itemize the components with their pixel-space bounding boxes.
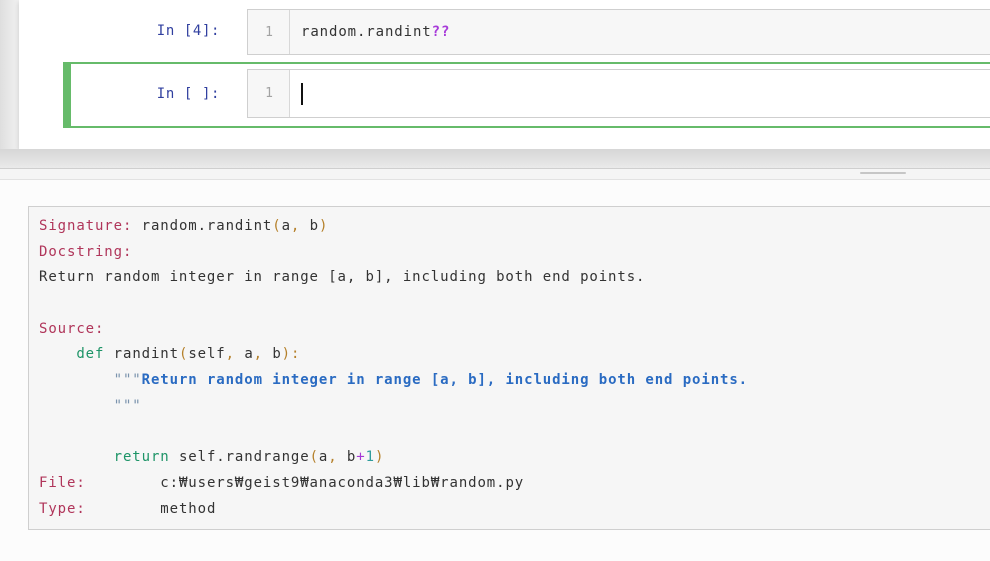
pager-line: Docstring: [39, 243, 133, 260]
pager-line: File: c:₩users₩geist9₩anaconda3₩lib₩rand… [39, 474, 525, 491]
code-text: random.randint?? [301, 24, 451, 40]
pager-line: Return random integer in range [a, b], i… [39, 269, 646, 286]
pager-line: """ [113, 397, 142, 414]
page-left-gutter [0, 0, 19, 149]
code-cell-input[interactable]: 1 random.randint?? [247, 9, 990, 55]
code-line[interactable]: random.randint?? [290, 10, 990, 54]
notebook-pager-divider [0, 149, 990, 168]
pager-line: def randint(self, a, b): [76, 346, 301, 363]
pager-line [39, 420, 984, 446]
pager-line: return self.randrange(a, b+1) [113, 449, 385, 466]
pager-resize-handle[interactable] [860, 172, 906, 174]
pager-line: Signature: random.randint(a, b) [39, 218, 329, 234]
line-number: 1 [265, 86, 273, 101]
pager-line [39, 291, 984, 317]
pager-content[interactable]: Signature: random.randint(a, b) Docstring… [28, 206, 990, 530]
line-number-gutter: 1 [248, 70, 290, 117]
line-number-gutter: 1 [248, 10, 290, 54]
code-line[interactable] [290, 70, 990, 117]
line-number: 1 [265, 24, 273, 40]
pager-panel: Signature: random.randint(a, b) Docstring… [0, 179, 990, 561]
cell-input-prompt: In [4]: [156, 23, 220, 39]
notebook-panel: In [4]: 1 random.randint?? In [ ]: 1 [19, 0, 990, 149]
pager-line: Type: method [39, 500, 217, 517]
pager-header-strip [0, 168, 990, 179]
pager-line: """Return random integer in range [a, b]… [113, 372, 749, 389]
pager-text: Signature: random.randint(a, b) Docstring… [39, 214, 984, 522]
code-cell-input-active[interactable]: 1 [247, 69, 990, 118]
pager-line: Source: [39, 320, 105, 337]
cell-input-prompt: In [ ]: [156, 86, 220, 102]
text-cursor [301, 82, 303, 105]
